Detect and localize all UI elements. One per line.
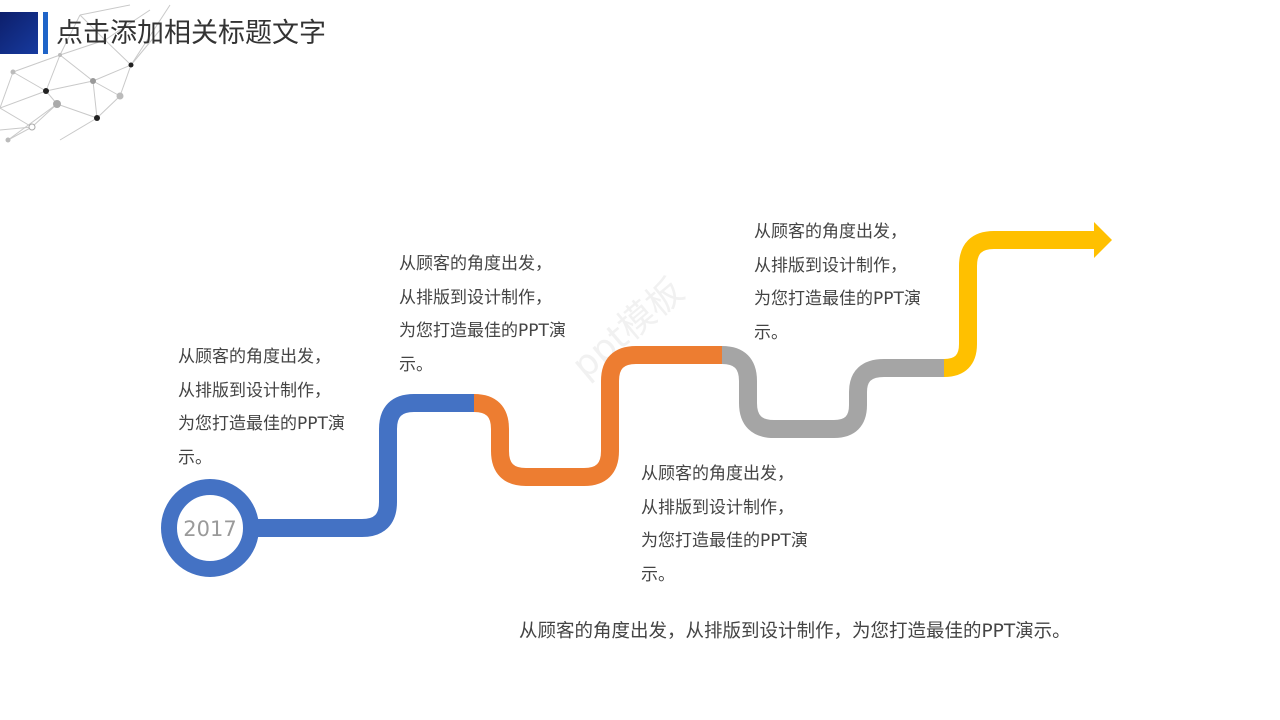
text-line: 为您打造最佳的PPT演 <box>754 289 921 309</box>
header-accent-block <box>0 12 38 54</box>
text-line: 从排版到设计制作， <box>641 497 794 518</box>
text-line: 从顾客的角度出发， <box>641 464 794 484</box>
text-line: 示。 <box>641 564 675 585</box>
text-line: 示。 <box>178 447 212 468</box>
start-circle <box>161 479 259 577</box>
text-line: 为您打造最佳的PPT演 <box>399 321 566 341</box>
yellow-segment <box>943 231 1096 377</box>
blue-segment <box>250 394 474 537</box>
text-line: 为您打造最佳的PPT演 <box>641 531 808 551</box>
text-line: 从排版到设计制作， <box>399 287 552 308</box>
text-line: 示。 <box>399 354 433 375</box>
page-title: 点击添加相关标题文字 <box>56 18 326 49</box>
header-accent-bar <box>43 12 48 54</box>
text-block-1: 从顾客的角度出发， 从排版到设计制作， 为您打造最佳的PPT演 示。 <box>178 341 363 475</box>
text-block-4: 从顾客的角度出发， 从排版到设计制作， 为您打造最佳的PPT演 示。 <box>754 216 939 350</box>
network-decoration <box>0 4 171 143</box>
text-line: 从顾客的角度出发， <box>178 347 331 367</box>
text-line: 示。 <box>754 322 788 343</box>
summary-text: 从顾客的角度出发，从排版到设计制作，为您打造最佳的PPT演示。 <box>519 621 1071 642</box>
text-block-2: 从顾客的角度出发， 从排版到设计制作， 为您打造最佳的PPT演 示。 <box>399 248 584 382</box>
text-block-3: 从顾客的角度出发， 从排版到设计制作， 为您打造最佳的PPT演 示。 <box>641 458 826 592</box>
orange-segment <box>473 346 722 486</box>
gray-segment <box>721 346 944 438</box>
arrow-head <box>1094 222 1112 258</box>
text-line: 从顾客的角度出发， <box>399 254 552 274</box>
text-line: 从排版到设计制作， <box>754 255 907 276</box>
year-label: 2017 <box>183 517 237 541</box>
text-line: 从顾客的角度出发， <box>754 222 907 242</box>
text-line: 从排版到设计制作， <box>178 380 331 401</box>
text-line: 为您打造最佳的PPT演 <box>178 414 345 434</box>
